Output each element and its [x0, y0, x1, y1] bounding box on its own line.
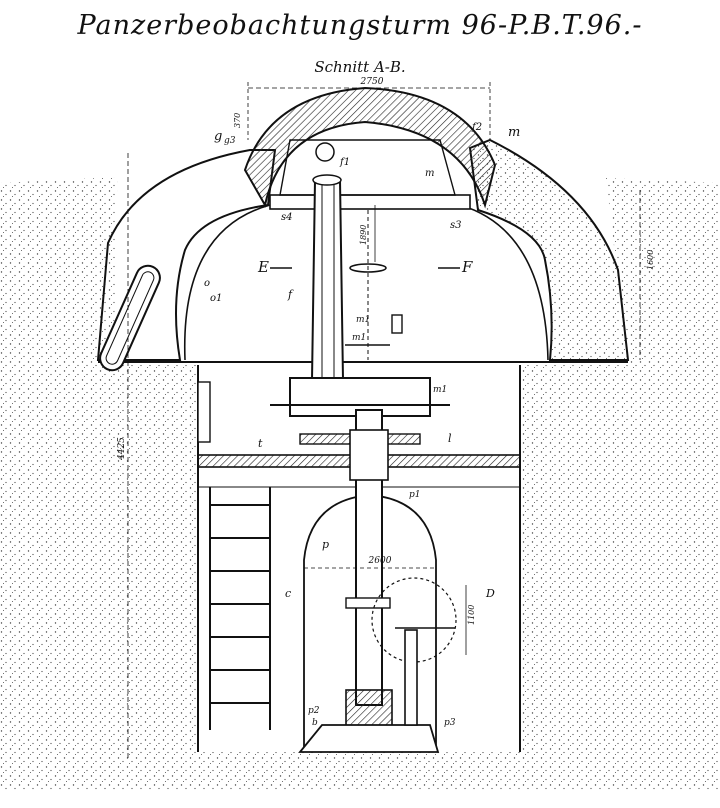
- label-F: F: [461, 258, 473, 276]
- dim-dome-width: 2750: [360, 77, 384, 87]
- label-h: m: [508, 125, 520, 140]
- dim-wheel: 1100: [467, 605, 476, 625]
- label-f1: f1: [339, 157, 350, 168]
- dim-chamber-width: 2600: [368, 556, 392, 566]
- viewing-slot: [99, 264, 161, 372]
- label-o1: o1: [210, 293, 222, 304]
- label-g: g: [214, 129, 222, 144]
- label-E: E: [257, 258, 269, 276]
- periscope-tube: [310, 179, 345, 381]
- label-t: t: [258, 437, 263, 450]
- label-m: m: [425, 168, 434, 179]
- ground-right: [520, 178, 720, 790]
- label-m1-upper: m1: [356, 315, 370, 325]
- concrete-mass: [96, 149, 277, 361]
- label-m1-right: m1: [433, 385, 447, 395]
- dim-dome-top: 370: [233, 113, 242, 128]
- label-s3: s3: [450, 220, 462, 231]
- label-s4: s4: [281, 212, 293, 223]
- label-D: D: [485, 587, 495, 600]
- label-g3: g3: [224, 136, 236, 146]
- label-f2: f2: [471, 122, 482, 133]
- label-f: f: [287, 288, 294, 301]
- dim-total-height: 4425: [117, 437, 127, 461]
- dim-right-height: 1600: [646, 250, 655, 270]
- drawing-title: Panzerbeobachtungsturm 96-P.B.T.96.-: [77, 10, 643, 41]
- ladder: [209, 487, 271, 730]
- concrete-mass-right: [468, 138, 630, 361]
- armoured-dome: [243, 86, 497, 209]
- label-l: l: [448, 432, 452, 445]
- label-b: b: [312, 718, 318, 728]
- label-p3: p3: [444, 718, 456, 728]
- label-o: o: [204, 278, 210, 289]
- label-m1-mid: m1: [352, 333, 366, 343]
- label-p2: p2: [308, 706, 320, 716]
- dim-column-height: 1890: [359, 225, 368, 245]
- ground-left: [0, 177, 198, 790]
- lifting-wheel: [371, 577, 457, 663]
- label-p: p: [322, 538, 329, 551]
- label-p1: p1: [409, 490, 421, 500]
- label-c: c: [285, 587, 291, 600]
- drawing-subtitle: Schnitt A-B.: [314, 58, 406, 76]
- ground-floor: [198, 752, 520, 790]
